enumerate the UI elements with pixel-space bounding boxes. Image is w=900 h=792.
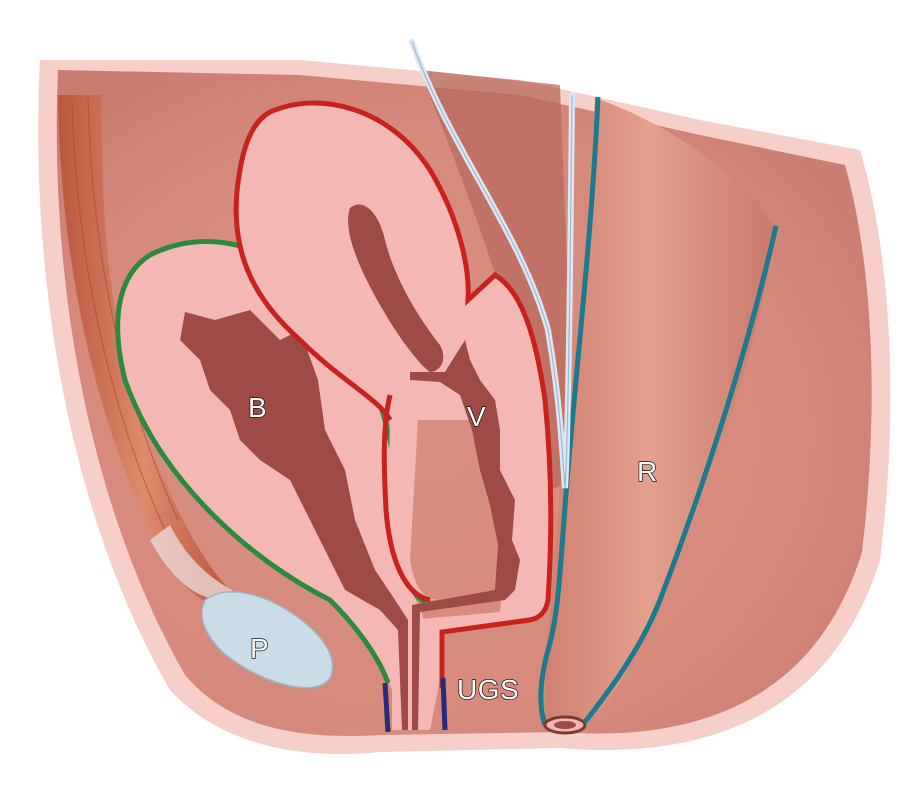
rectum-region [545,98,775,722]
uterus-wall [236,103,551,730]
uterus-serosa-inner [233,109,393,422]
label-bladder: B [247,392,268,423]
label-vagina: V [466,401,487,432]
pubic-bone [201,591,334,689]
label-pubis: P [249,633,270,664]
vaginal-inner-serosa [381,394,431,603]
sinus-epithelium-left [382,682,391,733]
vaginal-lumen [410,340,520,730]
rectum-serosa-right [583,225,779,724]
rectum-serosa-left [538,96,601,726]
uterus-serosa [268,100,554,688]
sinus-epithelium-right [440,677,448,731]
label-urogenital-sinus: UGS [456,674,520,705]
uterine-cavity [348,204,444,372]
rectus-muscle [58,95,230,605]
bladder-lumen [180,310,408,730]
label-rectum: R [636,456,658,487]
